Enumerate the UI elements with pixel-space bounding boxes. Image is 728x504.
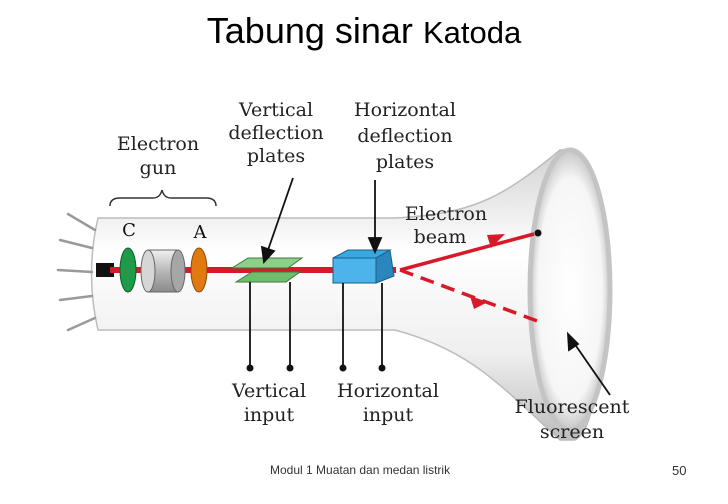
cathode-label: C bbox=[122, 220, 136, 241]
vertical-input-terminal-2 bbox=[286, 364, 294, 372]
fluorescent-screen-label-line1: Fluorescent bbox=[515, 396, 630, 418]
horizontal-input-terminal-2 bbox=[378, 364, 386, 372]
footer-module-title: Modul 1 Muatan dan medan listrik bbox=[270, 463, 451, 477]
electron-beam-label-line2: beam bbox=[414, 226, 467, 248]
horizontal-deflection-plates bbox=[332, 249, 395, 284]
slide-title: Tabung sinar Katoda bbox=[0, 10, 728, 52]
vertical-plates-label-line2: deflection bbox=[228, 122, 323, 144]
vertical-plates-label-line1: Vertical bbox=[238, 99, 313, 121]
page-number: 50 bbox=[672, 463, 687, 478]
vertical-plates-label-line3: plates bbox=[247, 145, 305, 167]
fluorescent-screen bbox=[527, 147, 613, 433]
filament-connector bbox=[96, 263, 114, 277]
tube-pins bbox=[56, 212, 97, 332]
horizontal-input-label-line1: Horizontal bbox=[337, 380, 439, 402]
electron-gun-label-line2: gun bbox=[140, 157, 177, 179]
electron-beam-label-line1: Electron bbox=[405, 203, 487, 225]
input-leads bbox=[246, 282, 386, 372]
horizontal-input-terminal-1 bbox=[339, 364, 347, 372]
vertical-plates-pointer bbox=[267, 177, 294, 251]
cathode-disk bbox=[119, 247, 137, 293]
anode-label: A bbox=[193, 222, 208, 243]
horizontal-plates-label-line1: Horizontal bbox=[354, 99, 456, 121]
screen-pointer bbox=[573, 342, 611, 396]
focusing-cylinder bbox=[140, 249, 186, 293]
vertical-deflection-plates bbox=[230, 257, 304, 283]
screen-pointer-head bbox=[566, 331, 580, 352]
beam-arrowhead bbox=[487, 234, 505, 248]
anode-disk bbox=[190, 247, 208, 293]
crt-tube bbox=[90, 149, 602, 441]
vertical-input-label-line2: input bbox=[244, 404, 295, 426]
horizontal-input-label-line2: input bbox=[363, 404, 414, 426]
vertical-input-terminal-1 bbox=[246, 364, 254, 372]
horizontal-plates-pointer-head bbox=[367, 237, 383, 255]
vertical-plates-pointer-head bbox=[260, 245, 276, 265]
fluorescent-screen-label-line2: screen bbox=[540, 421, 604, 443]
vertical-input-label-line1: Vertical bbox=[231, 380, 306, 402]
slide-title-tail: Katoda bbox=[422, 15, 522, 50]
horizontal-plates-label-line2: deflection bbox=[357, 125, 452, 147]
horizontal-plates-label-line3: plates bbox=[376, 151, 434, 173]
deflected-beam-arrowhead bbox=[470, 296, 488, 309]
beam-spot bbox=[534, 229, 542, 237]
electron-gun-label-line1: Electron bbox=[117, 133, 199, 155]
slide-title-main: Tabung sinar bbox=[206, 10, 413, 51]
electron-gun-brace bbox=[109, 189, 217, 207]
